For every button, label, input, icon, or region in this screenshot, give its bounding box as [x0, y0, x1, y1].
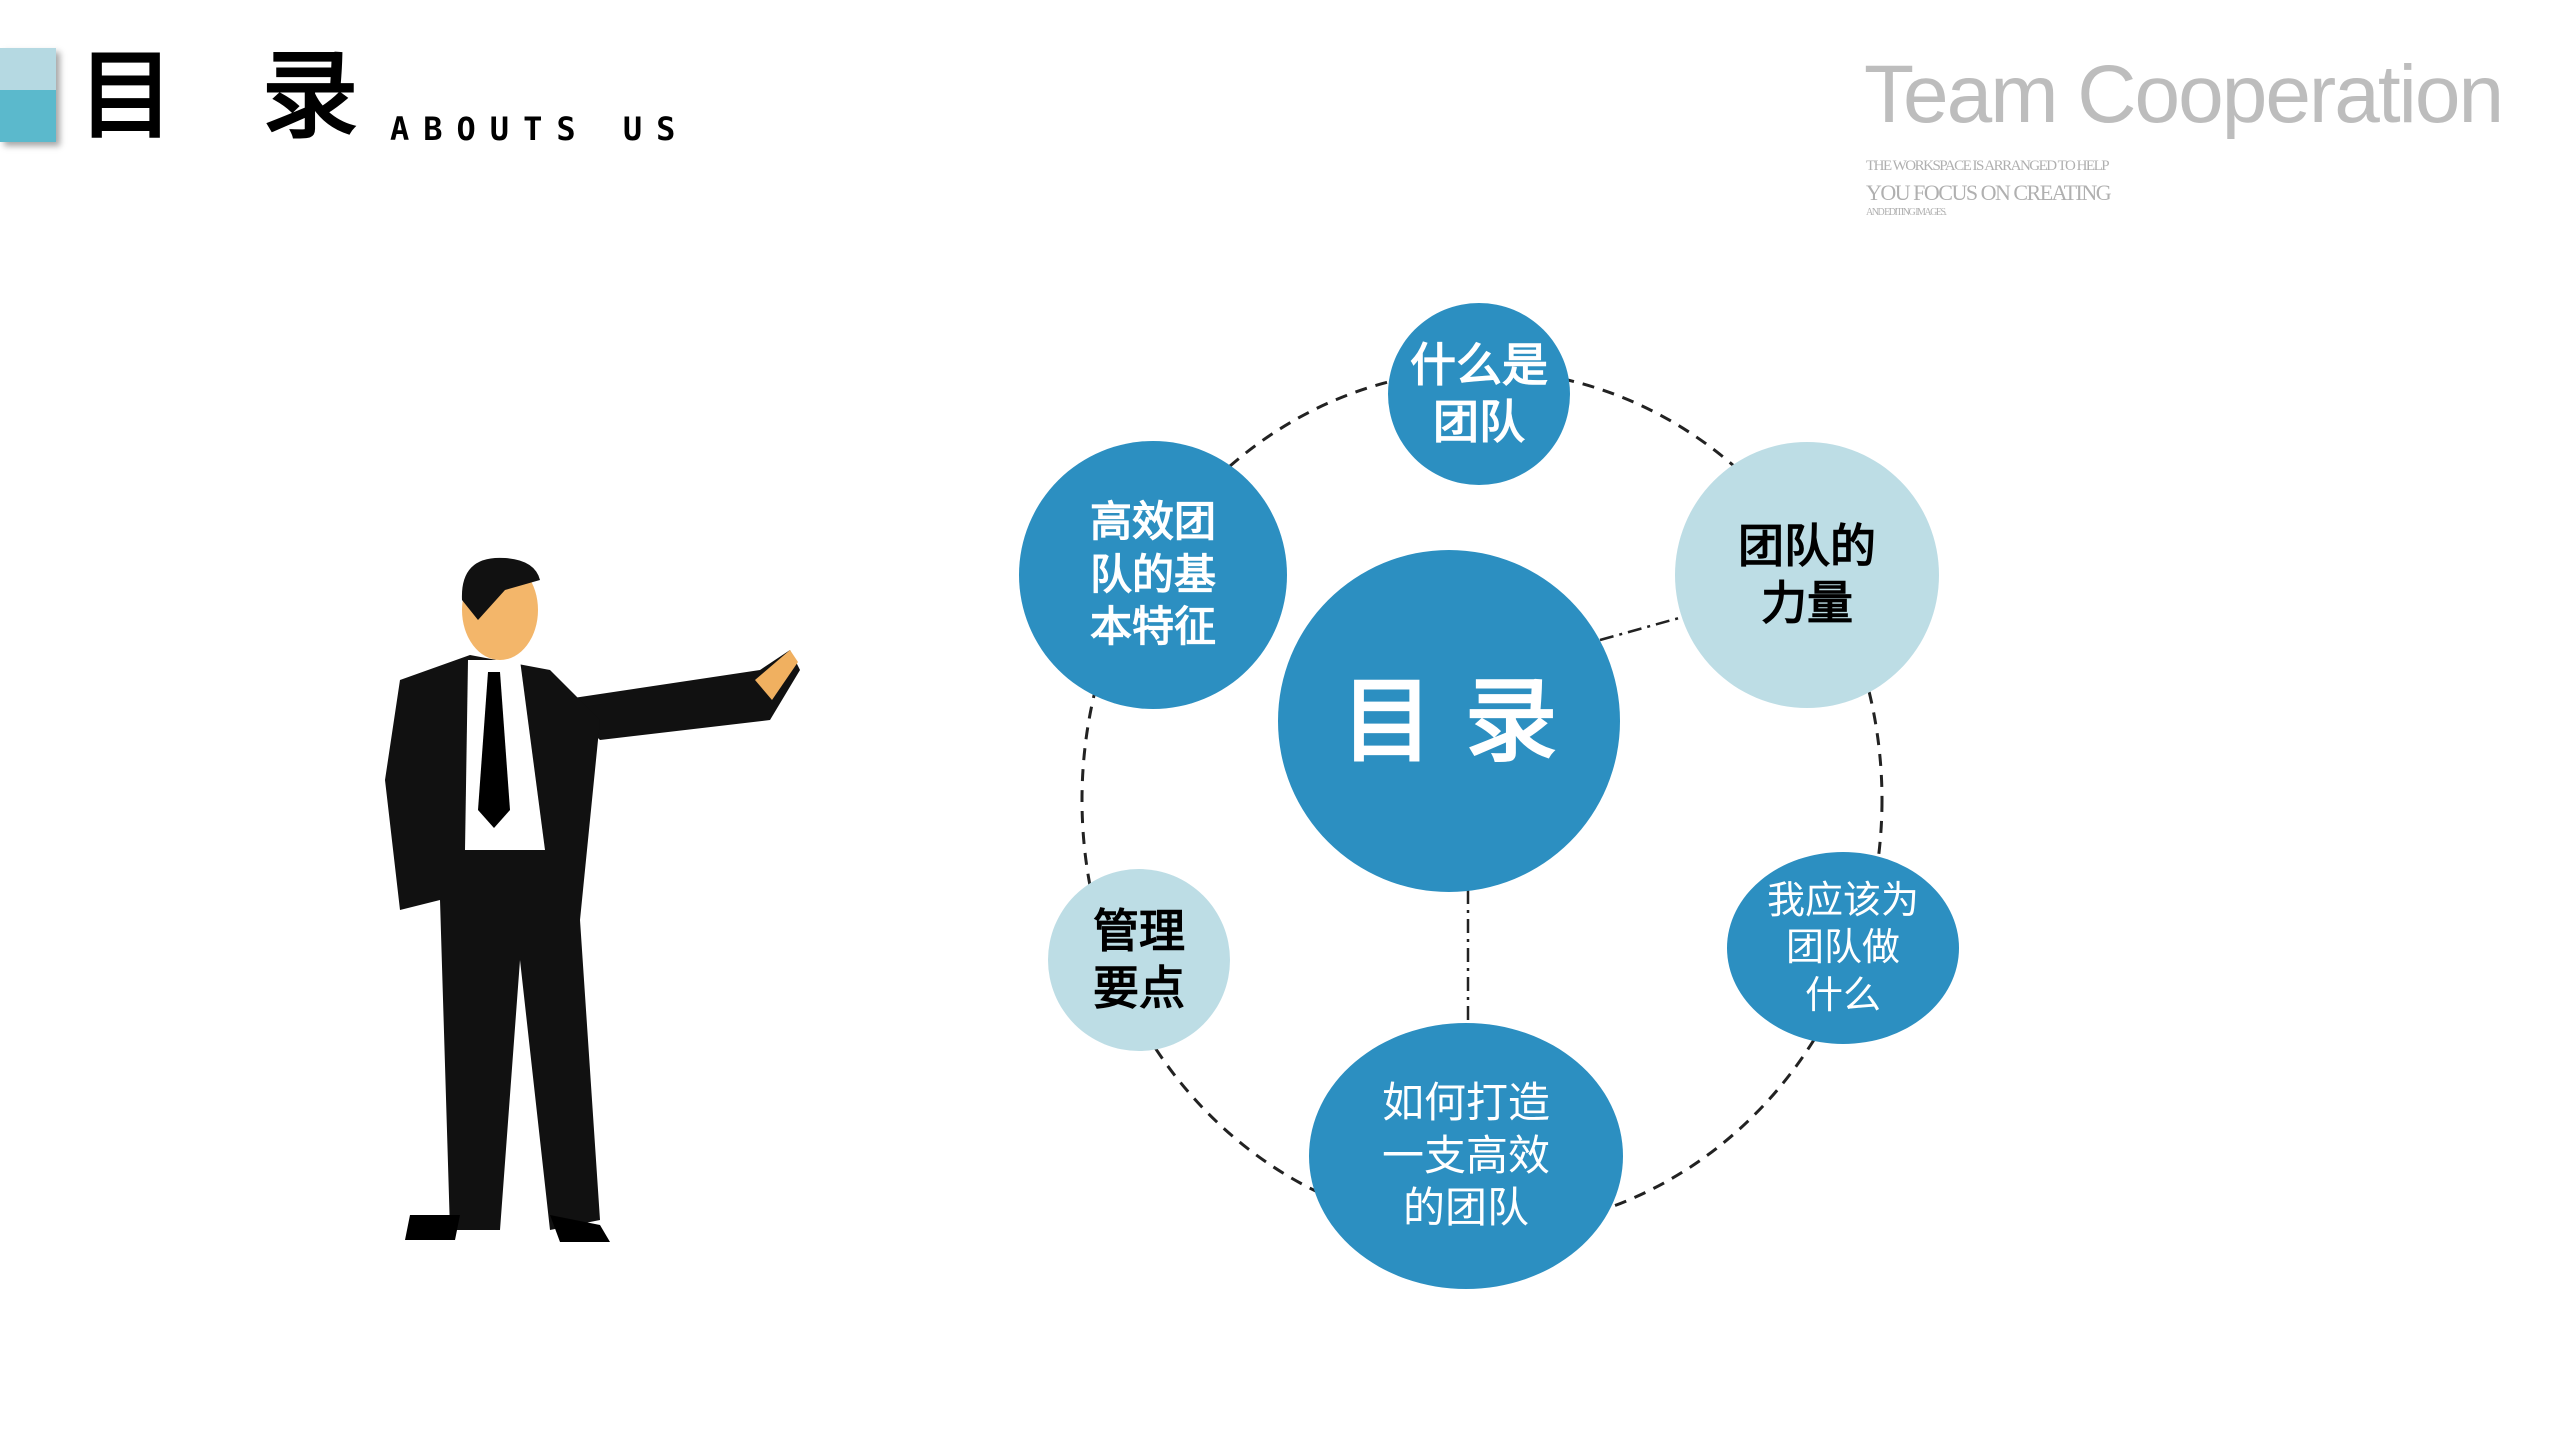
brand-title: Team Cooperation: [1864, 49, 2504, 140]
node-label: 如何打造 一支高效 的团队: [1381, 1078, 1550, 1233]
node-management-points[interactable]: 管理 要点: [1048, 869, 1230, 1051]
brand-line-3: AND EDITING IMAGES.: [1866, 207, 1947, 218]
node-efficient-team-traits[interactable]: 高效团 队的基 本特征: [1019, 441, 1287, 709]
page-title-char-2: 录: [262, 40, 358, 152]
header-accent-block: [0, 48, 56, 142]
brand-line-2: YOU FOCUS ON CREATING: [1866, 180, 2112, 205]
brand-line-1: THE WORKSPACE IS ARRANGED TO HELP: [1866, 158, 2110, 174]
node-what-should-i-do[interactable]: 我应该为 团队做 什么: [1727, 852, 1959, 1044]
page-title-char-1: 目: [78, 40, 174, 152]
node-label: 管理 要点: [1093, 903, 1185, 1016]
node-label: 高效团 队的基 本特征: [1089, 497, 1216, 652]
node-label: 什么是 团队: [1410, 337, 1548, 450]
node-team-power[interactable]: 团队的 力量: [1675, 442, 1939, 708]
node-label: 我应该为 团队做 什么: [1766, 877, 1919, 1017]
node-build-team[interactable]: 如何打造 一支高效 的团队: [1309, 1023, 1623, 1289]
center-node[interactable]: 目 录: [1278, 550, 1620, 892]
businessman-pointing-icon: [385, 557, 800, 1242]
page-subtitle: ABOUTS US: [390, 110, 690, 148]
node-what-is-team[interactable]: 什么是 团队: [1388, 303, 1570, 485]
connector-right: [1599, 613, 1691, 642]
center-node-label: 目 录: [1340, 667, 1558, 775]
node-label: 团队的 力量: [1738, 518, 1876, 631]
